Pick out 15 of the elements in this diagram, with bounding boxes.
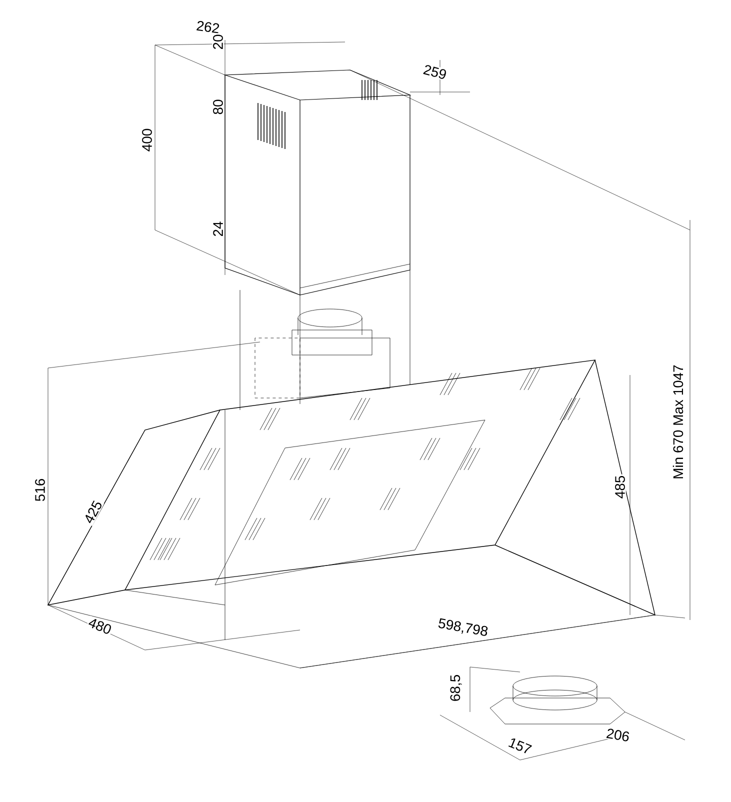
dimension-label: 598,798	[436, 616, 490, 640]
dimension-label: 425	[82, 498, 104, 526]
dimension-label: 485	[614, 474, 626, 500]
dimension-label: 259	[421, 63, 449, 81]
dimension-label: 20	[212, 33, 224, 51]
dimension-label: 516	[34, 477, 46, 503]
dimension-label: 262	[194, 19, 222, 35]
dimension-label: 68,5	[449, 673, 463, 703]
dimension-label: 157	[506, 736, 534, 756]
dimension-label: 80	[212, 98, 224, 116]
dimension-label: Min 670 Max 1047	[672, 364, 684, 480]
dimension-label: 206	[604, 726, 632, 744]
dimension-label: 24	[212, 220, 224, 238]
dimension-label: 400	[141, 127, 153, 153]
dimension-label: 480	[86, 616, 114, 636]
